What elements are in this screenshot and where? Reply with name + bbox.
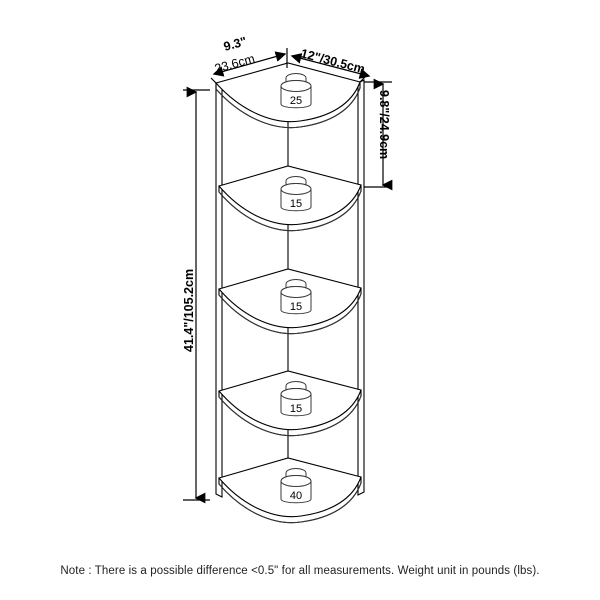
weight-label-shelf-5: 40 (290, 490, 302, 502)
dimension-shelf-spacing: 9.8"/24.9cm (364, 78, 393, 191)
depth-inches-label: 9.3" (222, 34, 248, 54)
shelf-spacing-label: 9.8"/24.9cm (377, 90, 391, 159)
depth-metric-label: 23.6cm (213, 51, 256, 75)
weight-icon-shelf-1: 25 (280, 73, 312, 109)
measurement-note: Note : There is a possible difference <0… (60, 565, 540, 577)
weight-label-shelf-3: 15 (290, 301, 302, 313)
dimension-total-height: 41.4"/105.2cm (182, 86, 210, 504)
weight-icon-shelf-2: 15 (280, 176, 312, 212)
weight-icon-shelf-4: 15 (280, 381, 312, 417)
weight-label-shelf-1: 25 (290, 95, 302, 107)
weight-icon-shelf-5: 40 (280, 468, 312, 504)
total-height-label: 41.4"/105.2cm (182, 269, 196, 352)
weight-label-shelf-2: 15 (290, 198, 302, 210)
weight-icon-shelf-3: 15 (280, 279, 312, 315)
weight-label-shelf-4: 15 (290, 403, 302, 415)
